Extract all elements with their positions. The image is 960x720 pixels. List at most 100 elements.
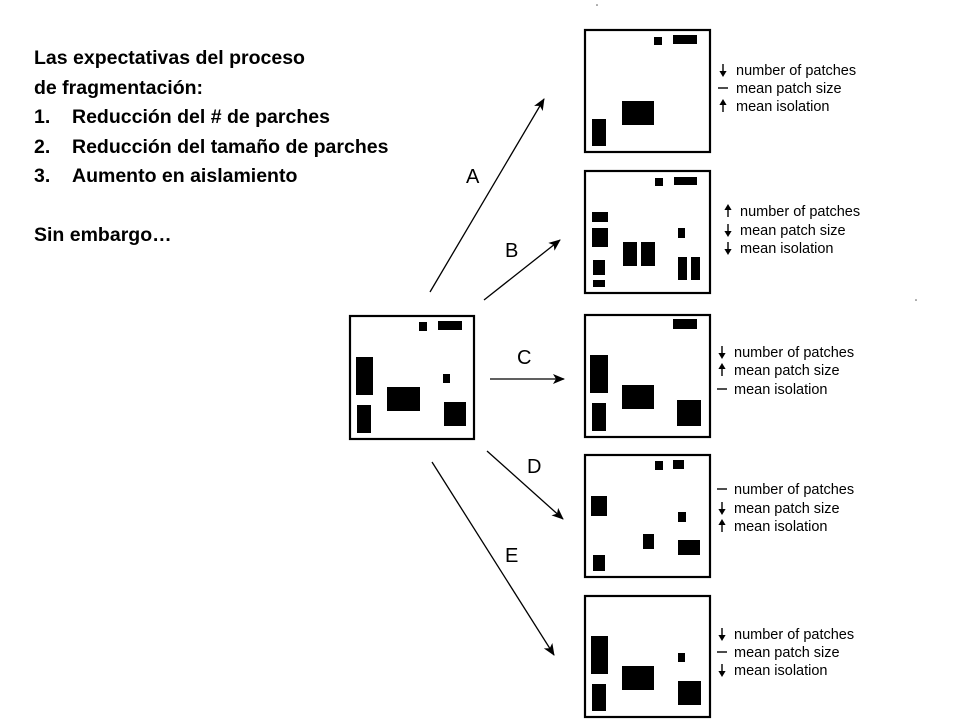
metrics-d: number of patches mean patch size mean i… [717, 482, 854, 535]
metric-label: mean patch size [734, 363, 840, 379]
metrics-c: number of patches mean patch size mean i… [717, 345, 854, 398]
habitat-patch [593, 280, 605, 287]
metric-label: mean isolation [734, 382, 828, 398]
metric-label: mean isolation [734, 519, 828, 535]
trend-down-icon [718, 502, 726, 515]
original-landscape [348, 314, 476, 441]
habitat-patch [673, 35, 697, 44]
branch-label-a: A [466, 166, 480, 188]
trend-up-icon [718, 363, 726, 376]
arrow-head [719, 71, 727, 77]
expectation-item: 1. Reducción del # de parches [34, 103, 474, 133]
trend-down-icon [724, 224, 732, 237]
expectation-item: 2. Reducción del tamaño de parches [34, 133, 474, 163]
habitat-patch [592, 403, 606, 431]
arrow-head [718, 671, 726, 677]
habitat-patch [623, 242, 637, 266]
metric-label: mean isolation [734, 663, 828, 679]
scenario-d-landscape [583, 453, 712, 579]
habitat-patch [622, 101, 654, 125]
metric-label: number of patches [740, 204, 860, 220]
arrow-head [718, 519, 726, 525]
metrics-b: number of patches mean patch size mean i… [724, 204, 860, 257]
trend-up-icon [724, 204, 732, 217]
habitat-patch [678, 653, 685, 662]
arrow-b [483, 239, 561, 301]
metric-label: number of patches [734, 345, 854, 361]
metric-label: mean patch size [734, 645, 840, 661]
arrow-head [724, 204, 732, 210]
habitat-patch [674, 177, 697, 185]
scenario-c-landscape [583, 313, 712, 439]
expectation-item: 3. Aumento en aislamiento [34, 162, 474, 192]
habitat-patch [356, 357, 373, 395]
habitat-patch [641, 242, 655, 266]
metric-label: mean patch size [734, 501, 840, 517]
habitat-patch [591, 496, 607, 516]
habitat-patch [592, 684, 606, 711]
habitat-patch [643, 534, 654, 549]
habitat-patch [590, 355, 608, 393]
habitat-patch [678, 257, 687, 280]
arrow-a [429, 98, 545, 293]
habitat-patch [591, 636, 608, 674]
metrics-e: number of patches mean patch size mean i… [717, 627, 854, 679]
habitat-patch [444, 402, 466, 426]
expectation-number: 3. [34, 165, 51, 187]
habitat-patch [677, 400, 701, 426]
expectation-number: 2. [34, 135, 51, 158]
trend-down-icon [718, 628, 726, 641]
scan-speck [596, 4, 598, 6]
arrow-e [431, 461, 555, 656]
expectation-text: Reducción del tamaño de parches [72, 135, 389, 158]
arrow-head [718, 353, 726, 359]
metric-label: mean isolation [736, 99, 830, 115]
habitat-patch [438, 321, 462, 330]
habitat-patch [622, 385, 654, 409]
arrow-head [718, 509, 726, 515]
expectation-text: Aumento en aislamiento [72, 165, 298, 187]
metric-label: mean patch size [736, 81, 842, 97]
branch-label-c: C [517, 347, 531, 369]
metric-label: number of patches [734, 482, 854, 498]
habitat-patch [678, 681, 701, 705]
habitat-patch [654, 37, 662, 45]
habitat-patch [593, 555, 605, 571]
trend-up-icon [719, 99, 727, 112]
heading-line-1: Las expectativas del proceso [34, 47, 305, 69]
habitat-patch [592, 212, 608, 222]
expectation-text: Reducción del # de parches [72, 106, 330, 128]
habitat-patch [419, 322, 427, 331]
metric-label: mean patch size [740, 223, 846, 239]
habitat-patch [655, 178, 663, 186]
habitat-patch [678, 540, 700, 555]
arrow-head [724, 231, 732, 237]
scenario-a-landscape [583, 28, 712, 154]
scenario-b-landscape [583, 169, 712, 295]
habitat-patch [678, 512, 686, 522]
habitat-patch [593, 260, 605, 275]
metric-label: number of patches [736, 63, 856, 79]
metric-label: mean isolation [740, 241, 834, 257]
habitat-patch [443, 374, 450, 383]
habitat-patch [592, 228, 608, 247]
trend-up-icon [718, 519, 726, 532]
habitat-patch [691, 257, 700, 280]
branch-label-d: D [527, 456, 541, 478]
trend-down-icon [724, 242, 732, 255]
trend-down-icon [718, 346, 726, 359]
scan-speck [915, 299, 917, 301]
trend-down-icon [719, 64, 727, 77]
arrow-head [718, 363, 726, 369]
trend-down-icon [718, 664, 726, 677]
branch-label-b: B [505, 240, 518, 262]
branch-arrows [429, 98, 565, 656]
arrow-head [719, 99, 727, 105]
habitat-patch [387, 387, 420, 411]
scenario-e-landscape [583, 594, 712, 719]
arrow-d [486, 450, 564, 520]
branch-label-e: E [505, 545, 518, 567]
habitat-patch [655, 461, 663, 470]
arrow-head [718, 635, 726, 641]
